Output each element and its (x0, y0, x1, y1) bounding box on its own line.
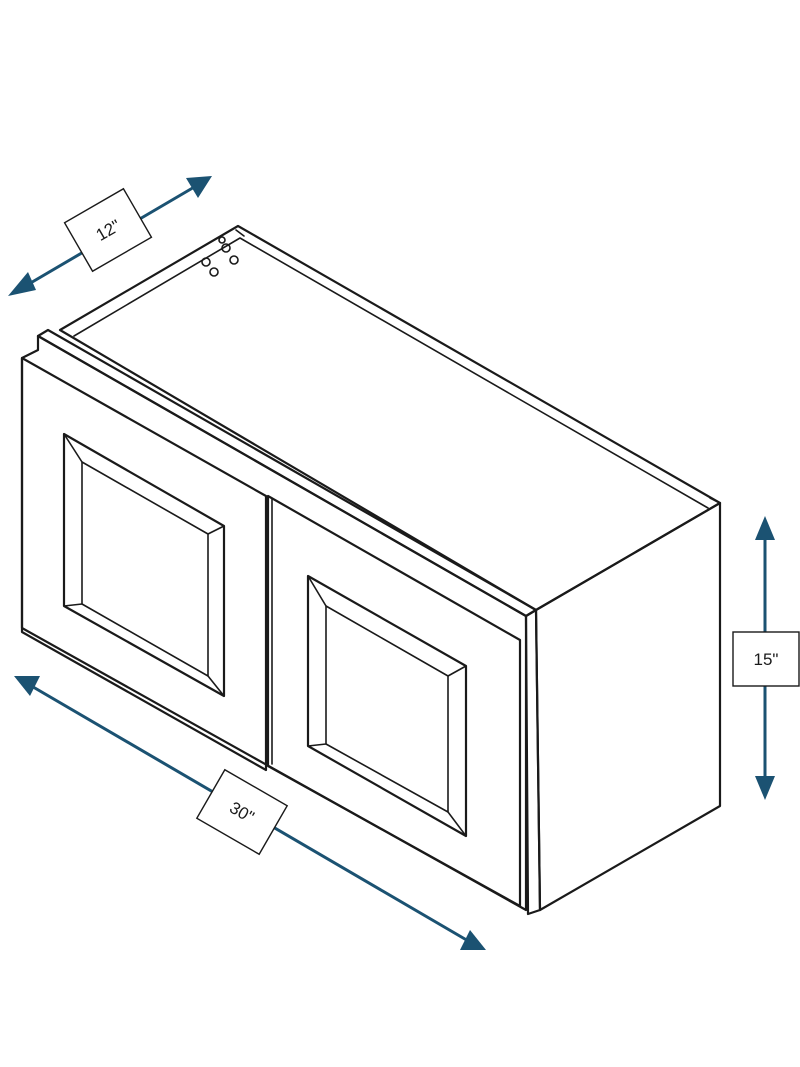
shelf-hole (229, 255, 239, 265)
height-label-box (732, 631, 800, 687)
door-right (266, 494, 522, 908)
height-dimension: 15" (732, 516, 800, 800)
arrow-head-icon (14, 676, 40, 696)
arrow-head-icon (186, 176, 212, 198)
arrow-head-icon (755, 516, 775, 540)
shelf-hole (201, 257, 211, 267)
shelf-hole (209, 267, 219, 277)
cabinet-top (36, 224, 722, 618)
arrow-head-icon (460, 930, 486, 950)
cabinet-side (524, 497, 722, 916)
width-dimension: 30" (14, 676, 486, 950)
shelf-hole (221, 243, 231, 253)
arrow-head-icon (8, 272, 36, 296)
depth-dimension: 12" (8, 176, 212, 296)
height-label: 15" (754, 650, 779, 669)
door-left (20, 356, 268, 772)
shelf-hole (218, 236, 226, 244)
depth-label-box (63, 187, 153, 273)
width-label-box (195, 768, 289, 856)
arrow-head-icon (755, 776, 775, 800)
